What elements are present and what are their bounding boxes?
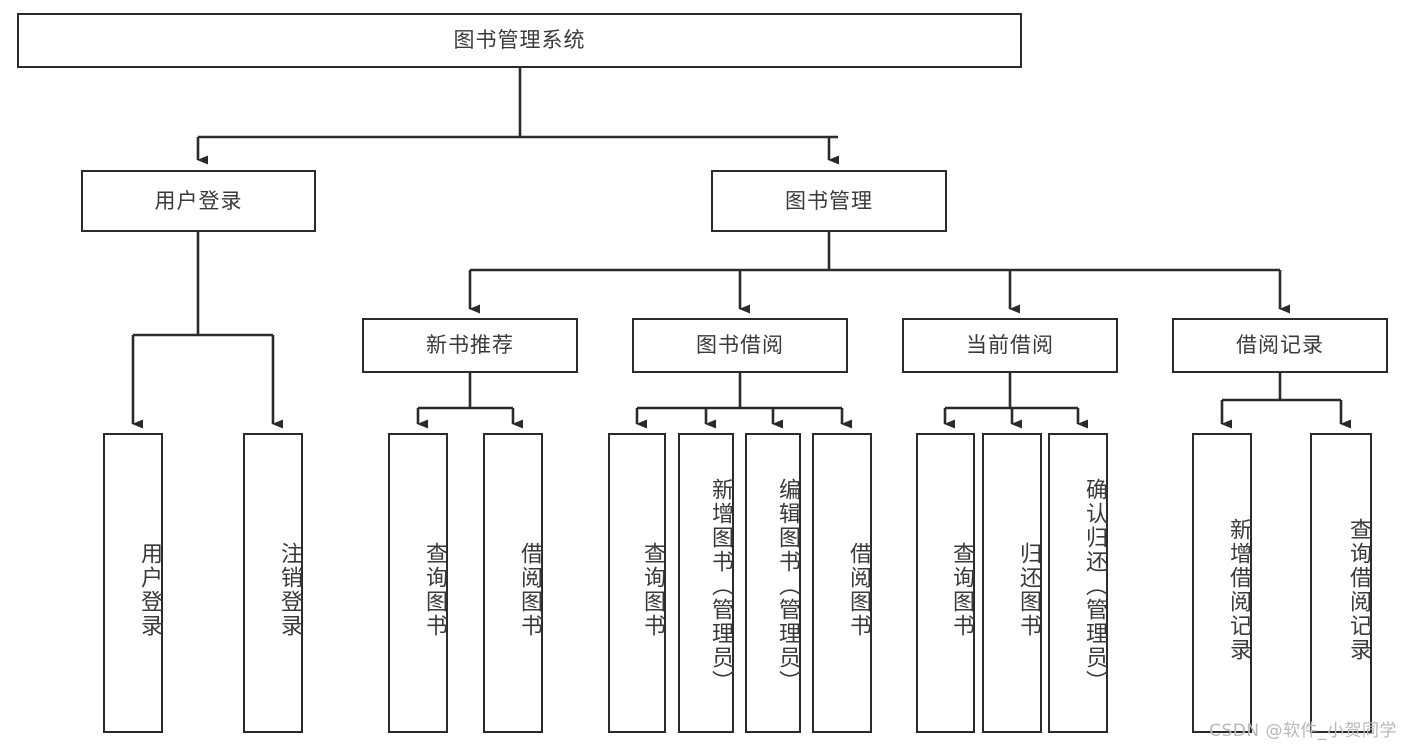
node-leaf-borrow-book-1[interactable]: 借阅图书 xyxy=(483,433,543,733)
node-borrow-record-label: 借阅记录 xyxy=(1236,333,1324,357)
node-leaf-return-book[interactable]: 归还图书 xyxy=(982,433,1042,733)
node-leaf-query-book-2-label: 查询图书 xyxy=(640,542,665,638)
node-leaf-user-login-label: 用户登录 xyxy=(137,542,162,638)
node-leaf-query-book-3-label: 查询图书 xyxy=(949,542,974,638)
node-leaf-add-book[interactable]: 新增图书（管理员） xyxy=(678,433,734,733)
node-leaf-add-record[interactable]: 新增借阅记录 xyxy=(1192,433,1252,733)
node-book-borrow[interactable]: 图书借阅 xyxy=(632,318,848,373)
node-leaf-add-record-label: 新增借阅记录 xyxy=(1226,518,1251,662)
node-leaf-edit-book-label: 编辑图书（管理员） xyxy=(775,478,800,694)
node-current-borrow[interactable]: 当前借阅 xyxy=(902,318,1118,373)
node-leaf-borrow-book-1-label: 借阅图书 xyxy=(517,542,542,638)
node-leaf-query-book-1-label: 查询图书 xyxy=(422,542,447,638)
node-leaf-query-book-1[interactable]: 查询图书 xyxy=(388,433,448,733)
node-leaf-query-record[interactable]: 查询借阅记录 xyxy=(1310,433,1372,733)
node-leaf-logout[interactable]: 注销登录 xyxy=(243,433,303,733)
node-leaf-return-book-label: 归还图书 xyxy=(1016,542,1041,638)
node-book-manage[interactable]: 图书管理 xyxy=(711,170,947,232)
node-leaf-logout-label: 注销登录 xyxy=(277,542,302,638)
node-leaf-add-book-label: 新增图书（管理员） xyxy=(708,478,733,694)
node-borrow-record[interactable]: 借阅记录 xyxy=(1172,318,1388,373)
node-root[interactable]: 图书管理系统 xyxy=(17,13,1022,68)
node-new-book-rec-label: 新书推荐 xyxy=(426,333,514,357)
csdn-watermark: CSDN @软件_小贺同学 xyxy=(1209,721,1397,741)
node-current-borrow-label: 当前借阅 xyxy=(966,333,1054,357)
node-user-login-label: 用户登录 xyxy=(154,188,243,213)
node-root-label: 图书管理系统 xyxy=(453,28,586,52)
node-book-manage-label: 图书管理 xyxy=(785,188,873,213)
node-leaf-user-login[interactable]: 用户登录 xyxy=(103,433,163,733)
node-leaf-query-record-label: 查询借阅记录 xyxy=(1346,518,1371,662)
node-leaf-confirm-return-label: 确认归还（管理员） xyxy=(1082,478,1107,694)
node-leaf-borrow-book-2[interactable]: 借阅图书 xyxy=(812,433,872,733)
node-leaf-confirm-return[interactable]: 确认归还（管理员） xyxy=(1048,433,1108,733)
node-leaf-query-book-3[interactable]: 查询图书 xyxy=(916,433,975,733)
node-leaf-borrow-book-2-label: 借阅图书 xyxy=(846,542,871,638)
node-user-login[interactable]: 用户登录 xyxy=(81,170,316,232)
node-leaf-edit-book[interactable]: 编辑图书（管理员） xyxy=(745,433,801,733)
node-new-book-rec[interactable]: 新书推荐 xyxy=(362,318,578,373)
node-book-borrow-label: 图书借阅 xyxy=(696,333,784,357)
node-leaf-query-book-2[interactable]: 查询图书 xyxy=(608,433,666,733)
